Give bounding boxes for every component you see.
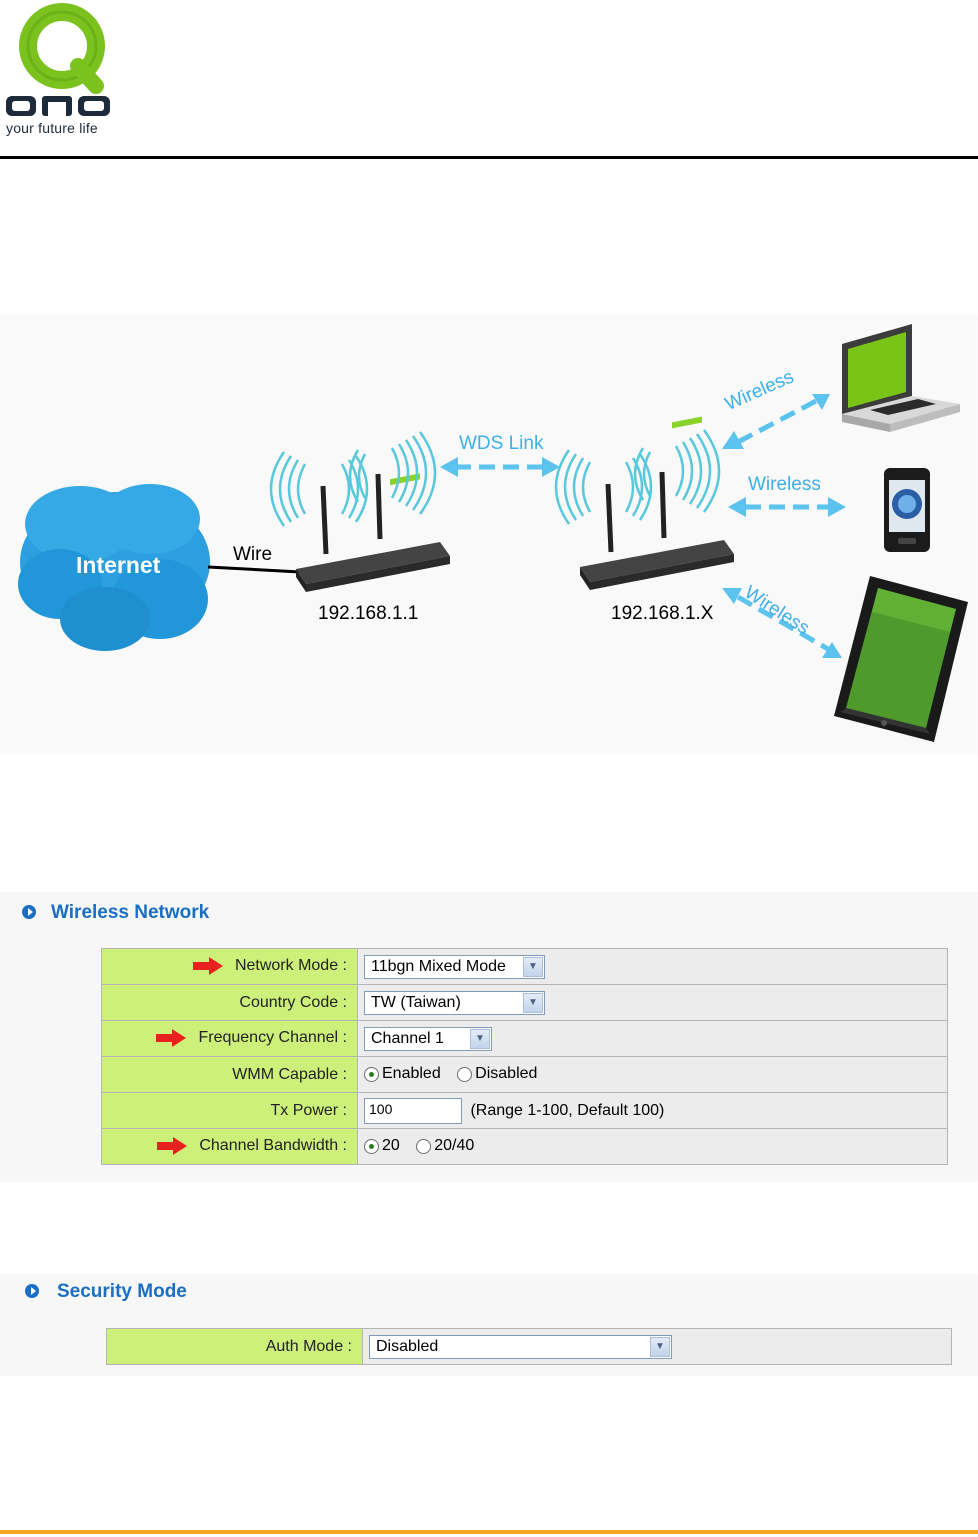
router-2-ip: 192.168.1.X: [611, 603, 714, 624]
logo-tagline: your future life: [6, 120, 98, 136]
frequency-channel-row: Frequency Channel : Channel 1 ▼: [101, 1020, 948, 1057]
tx-power-value-cell: 100 (Range 1-100, Default 100): [357, 1092, 948, 1129]
bandwidth-2040-radio[interactable]: [416, 1138, 432, 1154]
tx-power-label-cell: Tx Power :: [101, 1092, 358, 1129]
network-mode-row: Network Mode : 11bgn Mixed Mode ▼: [101, 948, 948, 985]
chevron-down-icon[interactable]: ▼: [523, 956, 543, 977]
wmm-disabled-label: Disabled: [475, 1065, 538, 1083]
auth-mode-select-value: Disabled: [376, 1337, 439, 1355]
router-2-icon: [554, 416, 734, 590]
wire-label: Wire: [233, 544, 273, 565]
channel-bandwidth-label-cell: Channel Bandwidth :: [101, 1128, 358, 1165]
auth-mode-select[interactable]: Disabled ▼: [369, 1334, 672, 1359]
wireless-network-table: Network Mode : 11bgn Mixed Mode ▼ Country…: [101, 948, 948, 1165]
auth-mode-label-cell: Auth Mode :: [106, 1328, 363, 1365]
wmm-capable-label: WMM Capable :: [232, 1065, 347, 1083]
channel-bandwidth-value-cell: 20 20/40: [357, 1128, 948, 1165]
wire-line: [207, 565, 301, 574]
frequency-channel-select-value: Channel 1: [371, 1029, 444, 1047]
auth-mode-label: Auth Mode :: [265, 1337, 352, 1355]
laptop-icon: [842, 324, 960, 432]
wireless-network-title: Wireless Network: [51, 902, 210, 923]
internet-cloud-icon: [18, 484, 210, 651]
wireless-label-phone: Wireless: [748, 474, 821, 495]
frequency-channel-select[interactable]: Channel 1 ▼: [364, 1026, 492, 1051]
diagram-graphics: [18, 324, 968, 742]
section-bullet-icon: [25, 1284, 39, 1298]
wmm-capable-row: WMM Capable : Enabled Disabled: [101, 1056, 948, 1093]
tx-power-label: Tx Power :: [270, 1101, 347, 1119]
qno-logo-mark: [6, 3, 110, 116]
tx-power-hint: (Range 1-100, Default 100): [470, 1101, 665, 1119]
bandwidth-20-radio[interactable]: [364, 1138, 379, 1154]
security-mode-title: Security Mode: [57, 1281, 187, 1302]
country-code-label: Country Code :: [239, 993, 347, 1011]
network-mode-value-cell: 11bgn Mixed Mode ▼: [357, 948, 948, 985]
wds-network-diagram: Internet Wire WDS Link 192.168.1.1 192.1…: [0, 314, 978, 754]
wireless-arrow-laptop: [722, 394, 830, 449]
security-mode-table: Auth Mode : Disabled ▼: [106, 1328, 952, 1365]
wds-link-label: WDS Link: [459, 433, 544, 454]
wmm-disabled-radio[interactable]: [457, 1066, 473, 1082]
wmm-capable-label-cell: WMM Capable :: [101, 1056, 358, 1093]
country-code-select-value: TW (Taiwan): [371, 993, 461, 1011]
chevron-down-icon[interactable]: ▼: [470, 1028, 490, 1049]
auth-mode-value-cell: Disabled ▼: [362, 1328, 952, 1365]
router-1-icon: [269, 431, 450, 592]
red-arrow-icon: [192, 957, 223, 976]
frequency-channel-value-cell: Channel 1 ▼: [357, 1020, 948, 1057]
wmm-enabled-label: Enabled: [382, 1065, 441, 1083]
bandwidth-2040-label: 20/40: [434, 1137, 475, 1155]
footer-divider: [0, 1530, 978, 1534]
country-code-select[interactable]: TW (Taiwan) ▼: [364, 990, 545, 1015]
wmm-capable-value-cell: Enabled Disabled: [357, 1056, 948, 1093]
bandwidth-20-label: 20: [382, 1137, 400, 1155]
frequency-channel-label-cell: Frequency Channel :: [101, 1020, 358, 1057]
channel-bandwidth-label: Channel Bandwidth :: [199, 1137, 347, 1155]
chevron-down-icon[interactable]: ▼: [650, 1336, 670, 1357]
internet-label: Internet: [76, 552, 161, 578]
channel-bandwidth-row: Channel Bandwidth : 20 20/40: [101, 1128, 948, 1165]
wireless-arrow-phone: [728, 497, 846, 517]
header-divider: [0, 156, 978, 159]
chevron-down-icon[interactable]: ▼: [523, 992, 543, 1013]
country-code-label-cell: Country Code :: [101, 984, 358, 1021]
tx-power-row: Tx Power : 100 (Range 1-100, Default 100…: [101, 1092, 948, 1129]
red-arrow-icon: [157, 1137, 188, 1156]
tx-power-input[interactable]: 100: [364, 1097, 462, 1124]
network-mode-label-cell: Network Mode :: [101, 948, 358, 985]
smartphone-icon: [884, 468, 930, 552]
network-mode-select[interactable]: 11bgn Mixed Mode ▼: [364, 954, 545, 979]
country-code-value-cell: TW (Taiwan) ▼: [357, 984, 948, 1021]
network-mode-select-value: 11bgn Mixed Mode: [371, 957, 506, 975]
wds-link-arrow: [440, 457, 560, 477]
frequency-channel-label: Frequency Channel :: [198, 1029, 347, 1047]
auth-mode-row: Auth Mode : Disabled ▼: [106, 1328, 952, 1365]
tablet-icon: [834, 576, 968, 742]
qno-logo: [0, 0, 130, 150]
red-arrow-icon: [156, 1029, 187, 1048]
country-code-row: Country Code : TW (Taiwan) ▼: [101, 984, 948, 1021]
section-bullet-icon: [22, 905, 36, 919]
wmm-enabled-radio[interactable]: [364, 1066, 379, 1082]
router-1-ip: 192.168.1.1: [318, 603, 419, 624]
network-mode-label: Network Mode :: [234, 957, 347, 975]
wireless-arrow-tablet: [722, 588, 842, 658]
